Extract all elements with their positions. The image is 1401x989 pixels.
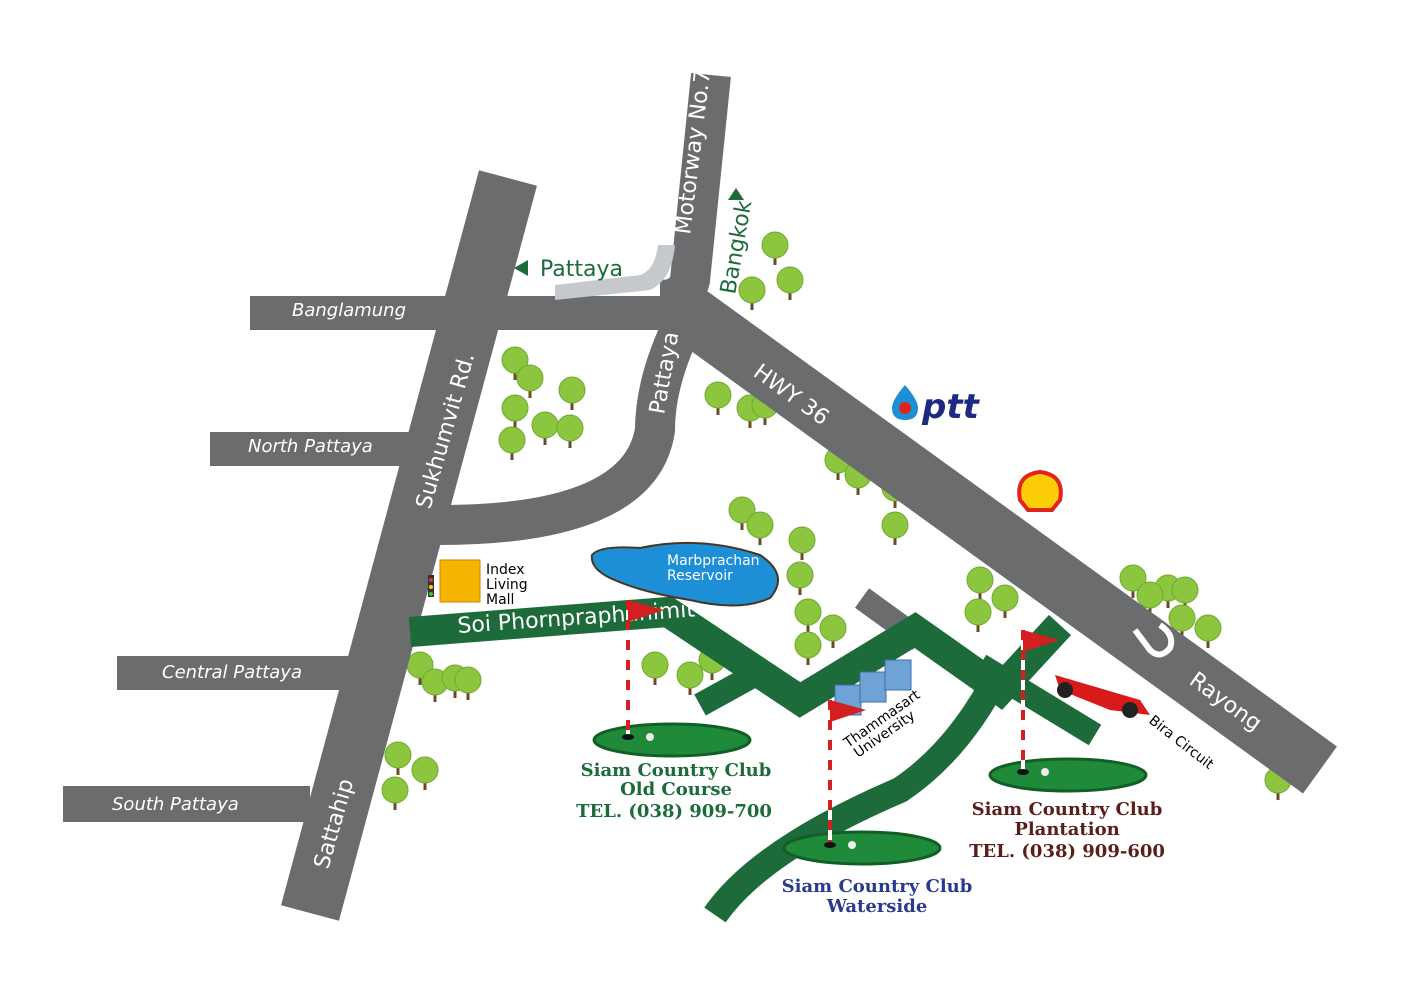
bangkok-arrow-icon	[728, 188, 744, 200]
tree-icon	[498, 426, 526, 460]
golf-flag-icon	[782, 700, 942, 866]
golf-flag-icon	[592, 600, 752, 758]
motorway-7-road	[658, 72, 731, 320]
tree-icon	[966, 566, 994, 600]
tree-icon	[738, 276, 766, 310]
tree-icon	[991, 584, 1019, 618]
club-old-name: Siam Country Club	[581, 760, 772, 781]
tree-icon	[501, 346, 529, 380]
mall-label-1: Index	[486, 562, 525, 578]
mall-label-2: Living	[486, 577, 528, 593]
golf-greens	[592, 600, 1148, 866]
motorway-ramp	[555, 245, 675, 300]
u-turn-icon	[1132, 622, 1175, 658]
club-old-tel: TEL. (038) 909-700	[576, 801, 772, 822]
tree-icon	[556, 414, 584, 448]
tree-icon	[776, 266, 804, 300]
tree-icon	[704, 381, 732, 415]
trees	[381, 231, 1292, 810]
north-pattaya-label: North Pattaya	[248, 436, 373, 457]
club-plantation-course: Plantation	[1014, 819, 1119, 840]
mall-building-icon	[428, 559, 481, 603]
tree-icon	[454, 666, 482, 700]
tree-icon	[794, 598, 822, 632]
sukhumvit-road	[281, 170, 537, 921]
club-plantation-tel: TEL. (038) 909-600	[969, 841, 1165, 862]
tree-icon	[1136, 581, 1164, 615]
tree-icon	[819, 614, 847, 648]
tree-icon	[641, 651, 669, 685]
south-pattaya-label: South Pattaya	[112, 794, 239, 815]
reservoir-label-2: Reservoir	[667, 568, 733, 584]
tree-icon	[1171, 576, 1199, 610]
roads	[63, 72, 1337, 921]
tree-icon	[384, 741, 412, 775]
tree-icon	[516, 364, 544, 398]
tree-icon	[794, 631, 822, 665]
tree-icon	[786, 561, 814, 595]
club-old-course: Old Course	[620, 779, 732, 800]
tree-icon	[728, 496, 756, 530]
tree-icon	[411, 756, 439, 790]
tree-icon	[761, 231, 789, 265]
shell-logo-icon	[1017, 469, 1063, 512]
club-plantation-name: Siam Country Club	[972, 799, 1163, 820]
golf-flag-icon	[988, 630, 1148, 793]
pattaya-arrow-icon	[514, 260, 528, 276]
reservoir-label-1: Marbprachan	[667, 553, 760, 569]
reservoir-water	[590, 541, 779, 607]
tree-icon	[501, 394, 529, 428]
tree-icon	[558, 376, 586, 410]
tree-icon	[381, 776, 409, 810]
tree-icon	[1194, 614, 1222, 648]
club-waterside-course: Waterside	[826, 896, 928, 917]
hwy-36-road	[671, 289, 1337, 794]
banglamung-label: Banglamung	[292, 300, 406, 321]
tree-icon	[881, 511, 909, 545]
tree-icon	[964, 598, 992, 632]
tree-icon	[1119, 564, 1147, 598]
pattaya-direction-label: Pattaya	[540, 257, 623, 282]
racecar-icon	[1055, 675, 1150, 718]
tree-icon	[788, 526, 816, 560]
pattaya-curve-road	[439, 311, 703, 545]
tree-icon	[676, 661, 704, 695]
central-pattaya-label: Central Pattaya	[162, 662, 302, 683]
ptt-logo: ptt	[921, 387, 981, 427]
mall-label-3: Mall	[486, 592, 514, 608]
green-roads	[408, 596, 1102, 923]
tree-icon	[1168, 604, 1196, 638]
club-waterside-name: Siam Country Club	[782, 876, 973, 897]
tree-icon	[746, 511, 774, 545]
tree-icon	[531, 411, 559, 445]
